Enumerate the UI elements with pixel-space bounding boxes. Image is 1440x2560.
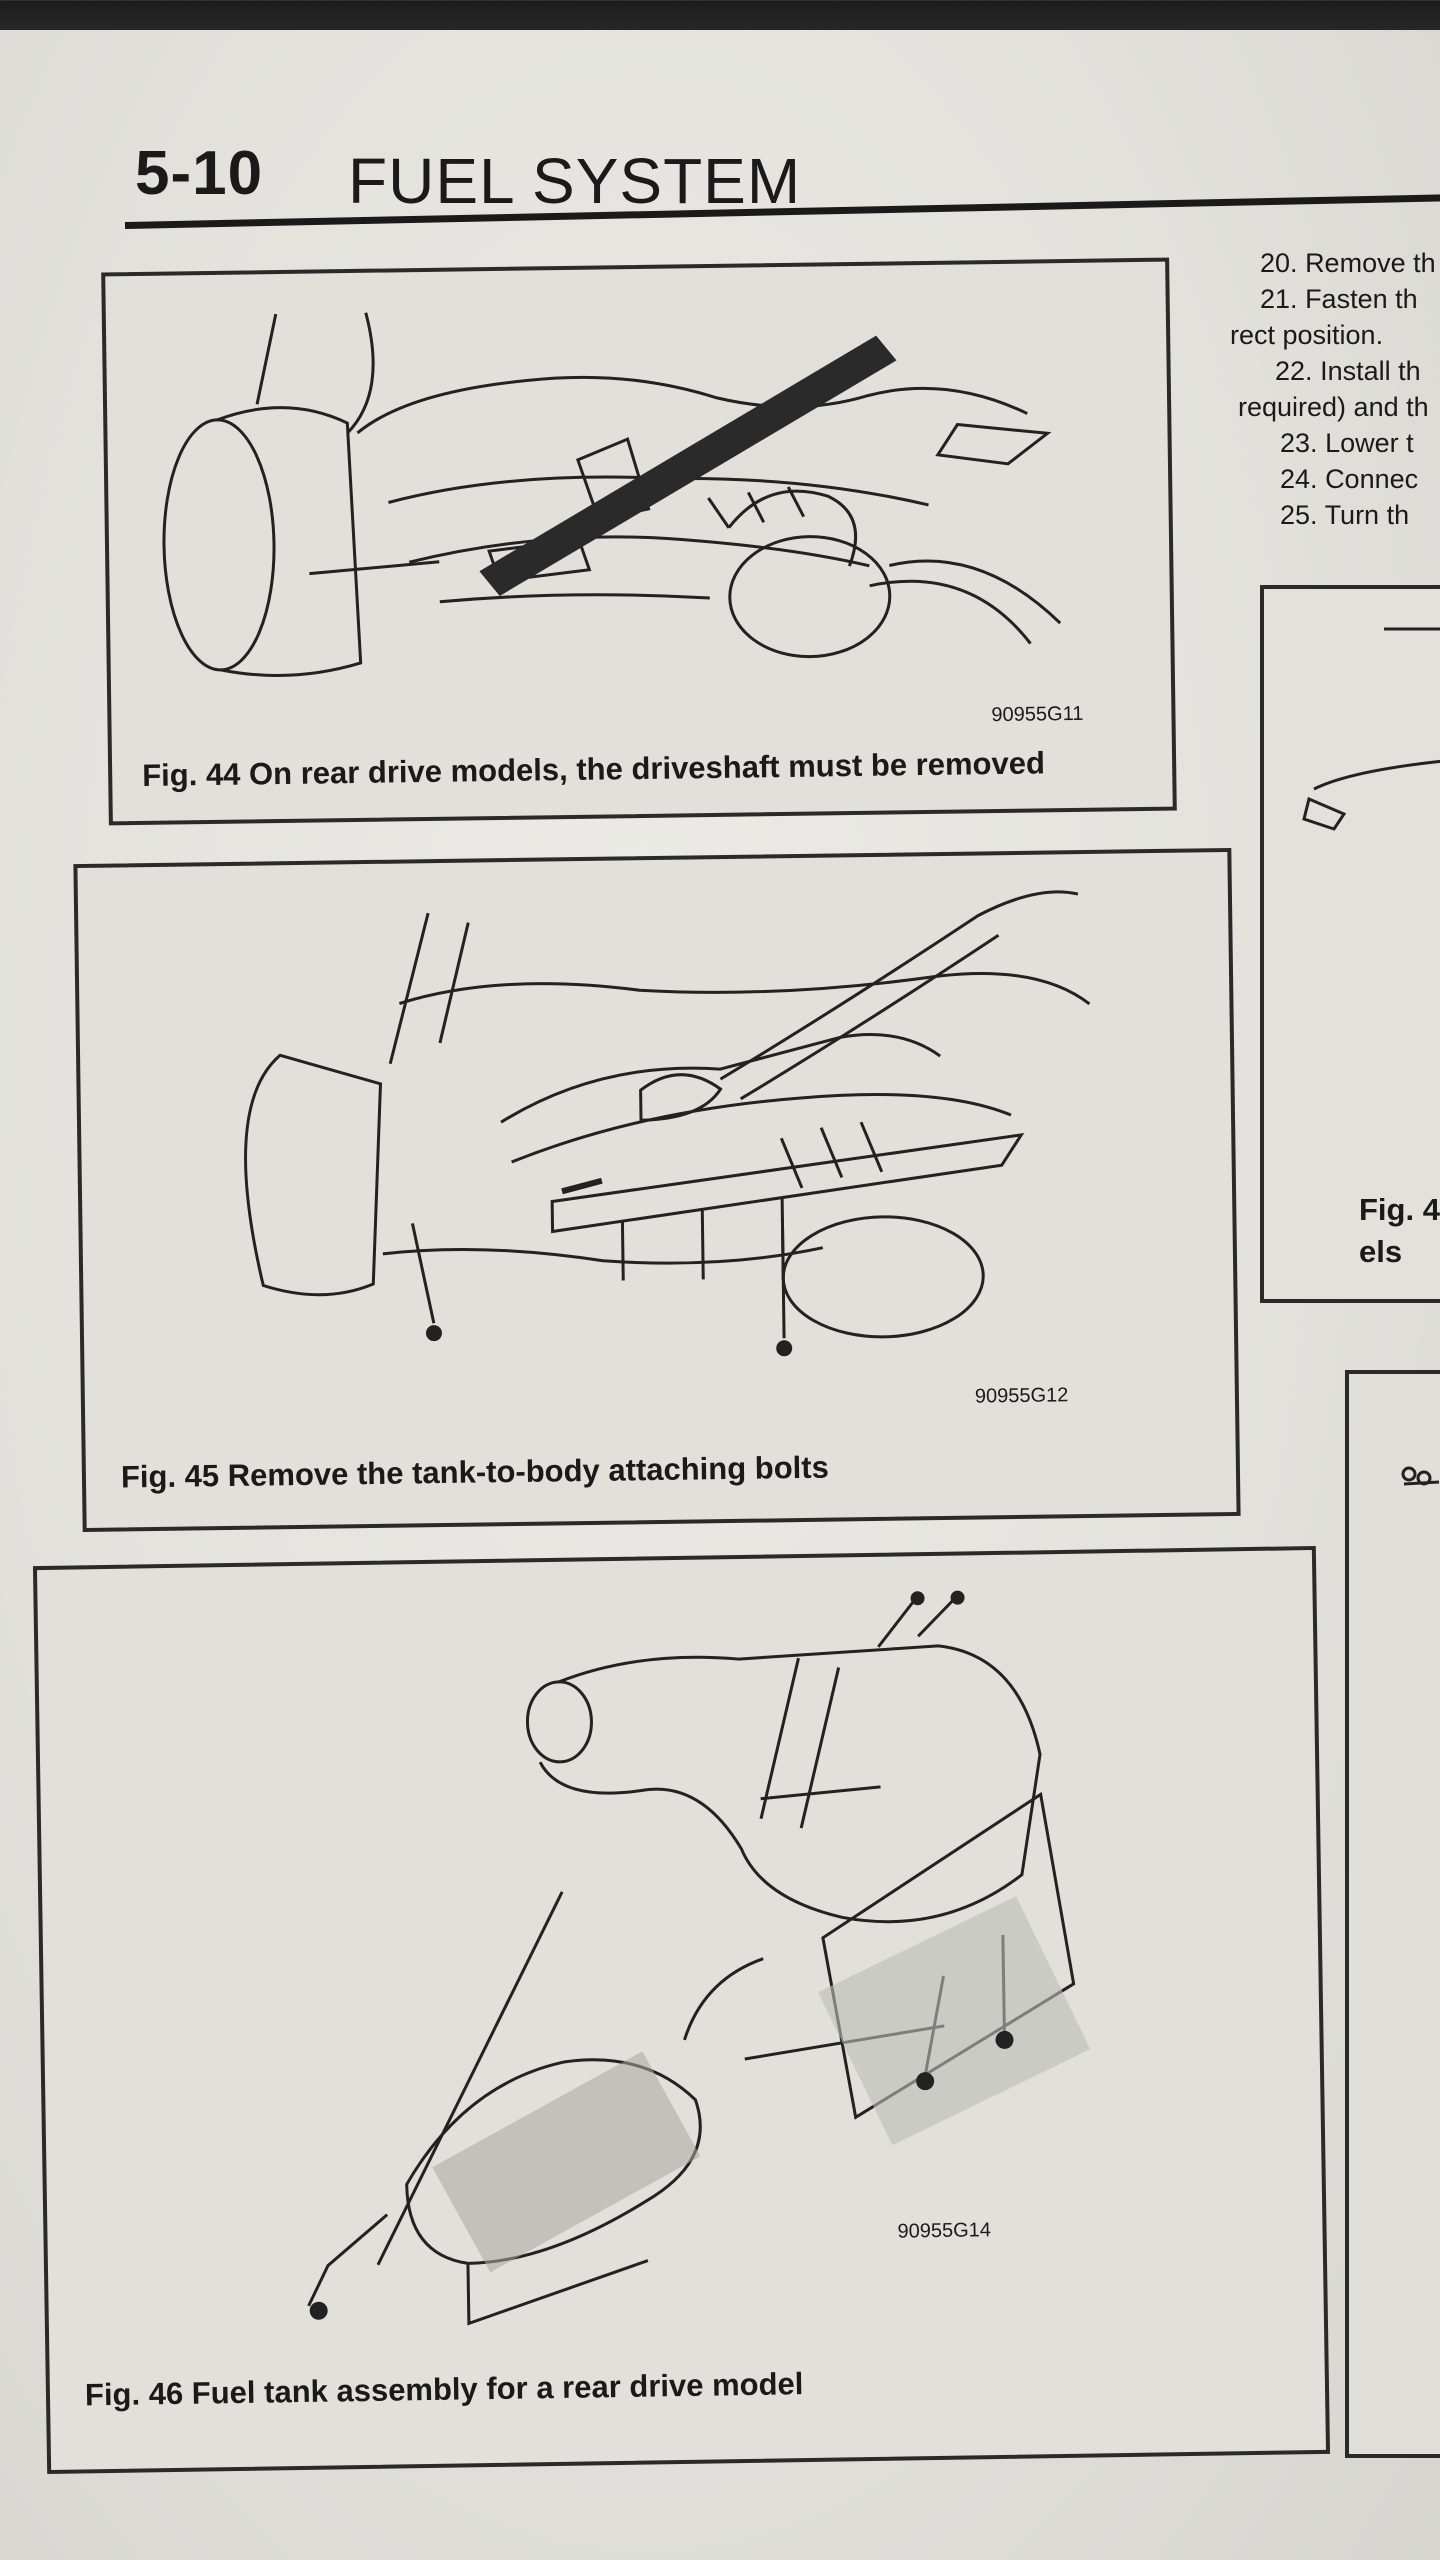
side-figure-box: Fig. 4 els: [1260, 585, 1440, 1303]
figure-45-part-number: 90955G12: [974, 1384, 1069, 1408]
figure-44: 90955G11 Fig. 44 On rear drive models, t…: [101, 257, 1177, 826]
figure-46: 90955G14 Fig. 46 Fuel tank assembly for …: [32, 1545, 1331, 2475]
side-line: 20. Remove th: [1260, 248, 1436, 278]
figure-45-caption: Fig. 45 Remove the tank-to-body attachin…: [120, 1449, 830, 1495]
side-line: 23. Lower t: [1280, 428, 1414, 458]
page-header: 5-10 FUEL SYSTEM: [135, 110, 1440, 220]
side-line: 21. Fasten th: [1260, 284, 1418, 314]
side-figure-2-illustration: [1401, 1466, 1440, 1486]
figure-46-illustration: [307, 1590, 1091, 2326]
page-number: 5-10: [135, 139, 264, 208]
figure-45: 90955G12 Fig. 45 Remove the tank-to-body…: [73, 847, 1241, 1533]
side-line: required) and th: [1238, 392, 1429, 422]
figure-45-illustration: [244, 890, 1091, 1357]
side-figure-illustration: [1302, 627, 1440, 831]
side-column-text: 20. Remove th 21. Fasten th rect positio…: [1230, 245, 1440, 533]
side-line: 22. Install th: [1275, 356, 1421, 386]
side-figure-box-2: [1345, 1370, 1440, 2458]
side-figure-caption: Fig. 4 els: [1359, 1192, 1440, 1269]
manual-page: 5-10 FUEL SYSTEM: [0, 30, 1440, 2560]
section-title: FUEL SYSTEM: [348, 145, 802, 217]
figure-44-illustration: [162, 312, 1062, 677]
figure-44-part-number: 90955G11: [991, 702, 1084, 727]
side-line: 25. Turn th: [1280, 500, 1410, 530]
side-line: rect position.: [1230, 320, 1384, 350]
side-line: 24. Connec: [1280, 464, 1419, 494]
figure-46-part-number: 90955G14: [897, 2219, 992, 2243]
